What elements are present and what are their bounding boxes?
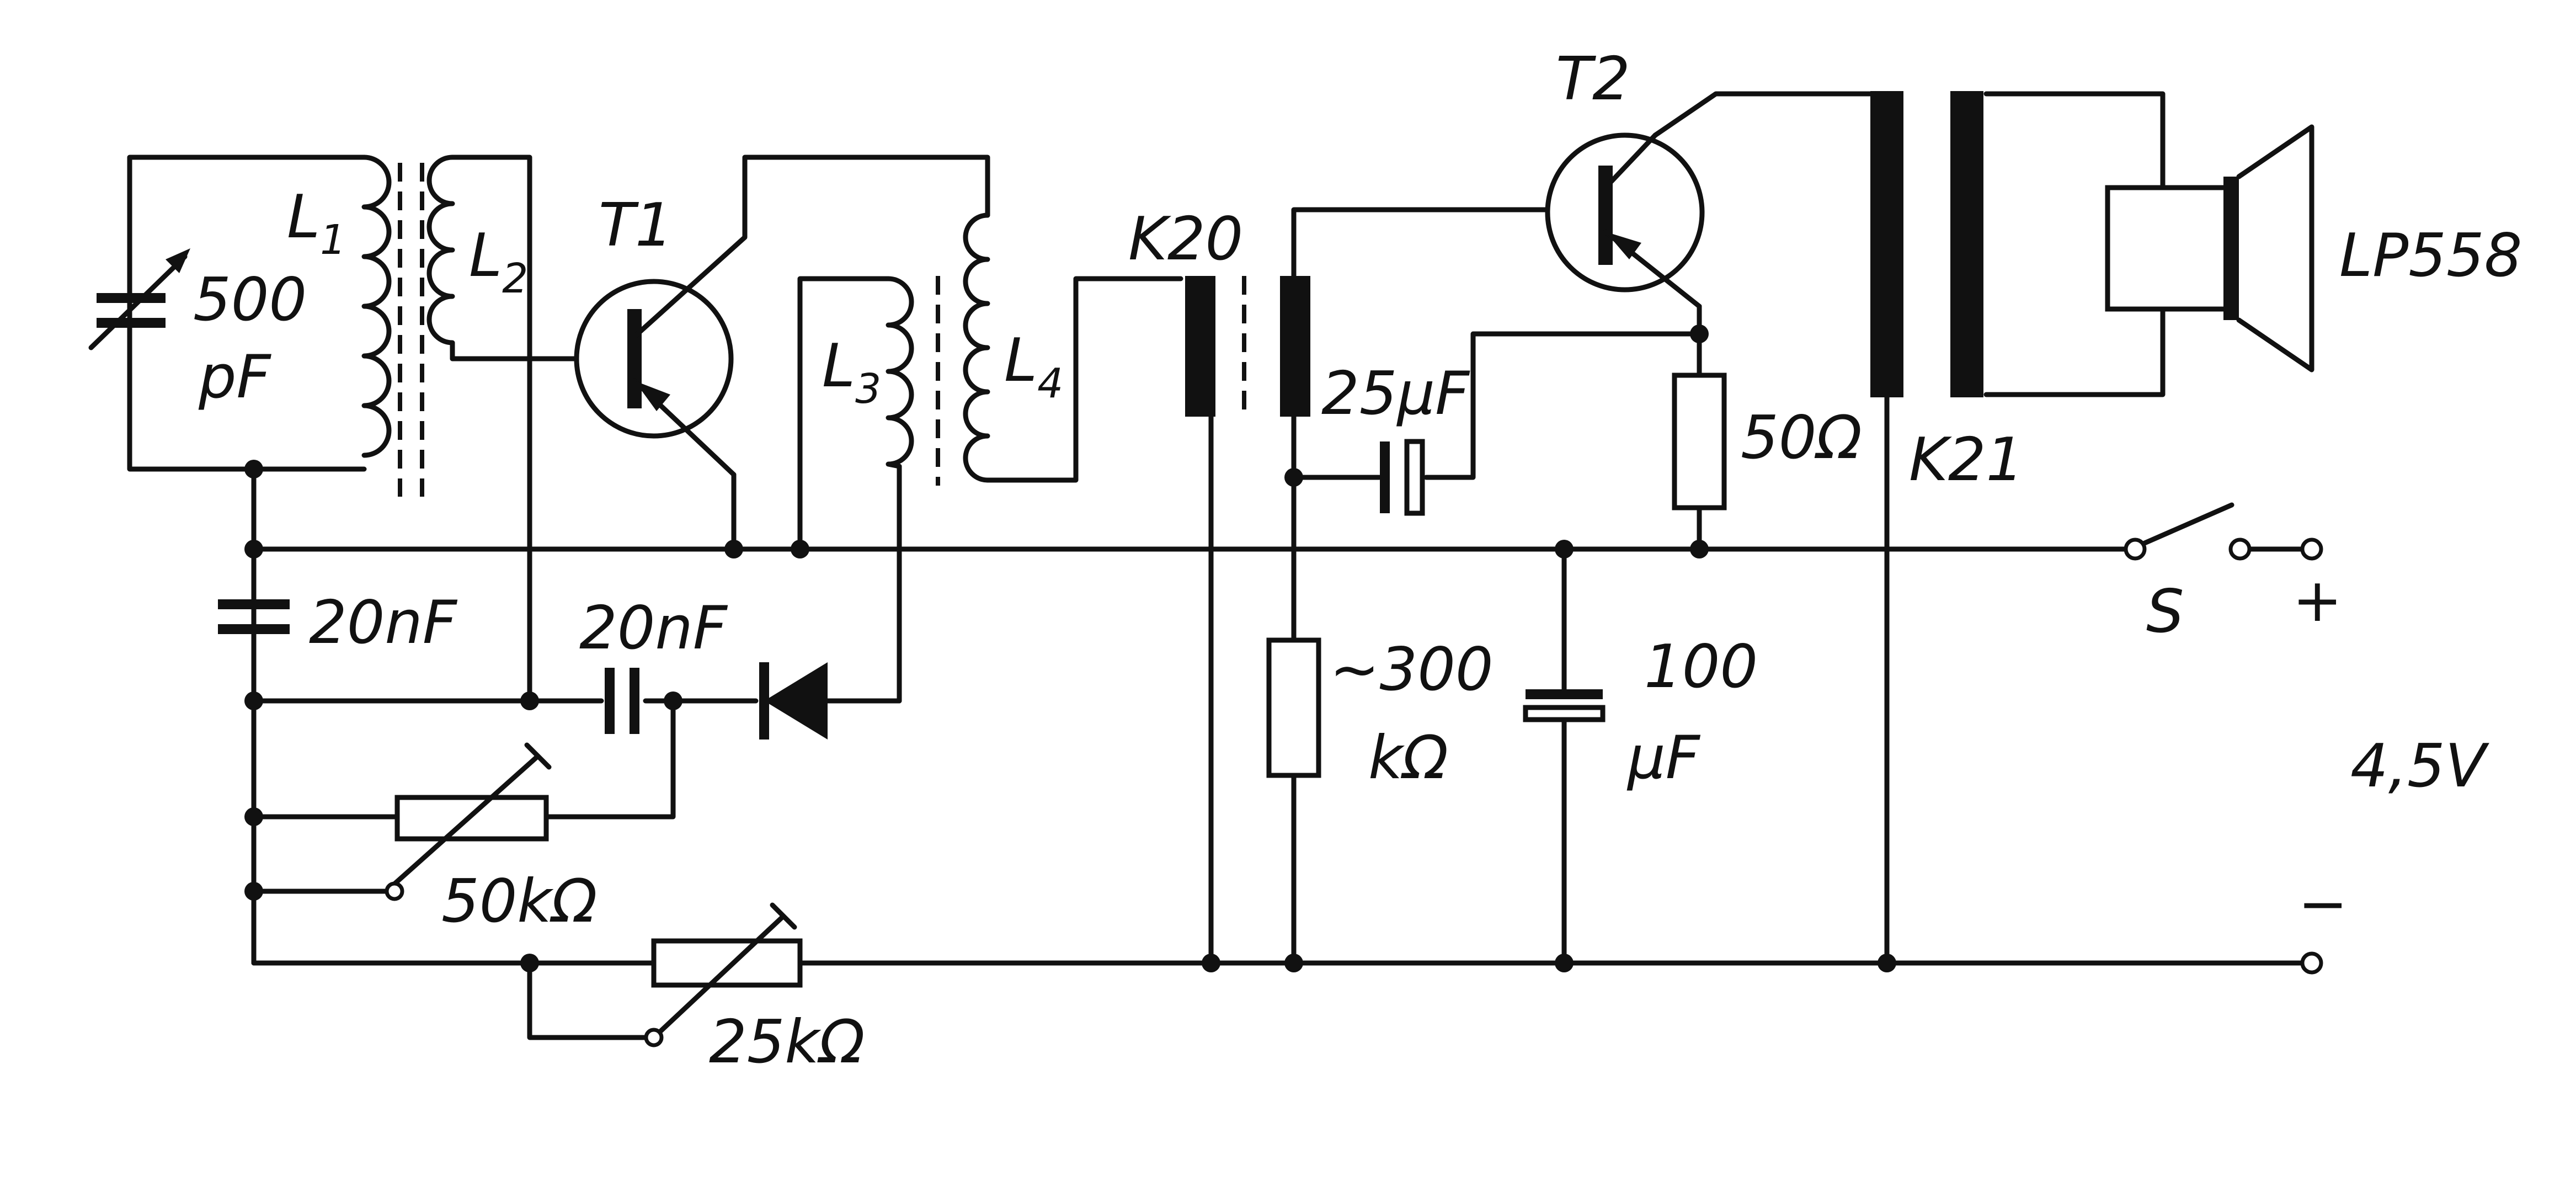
resistor-300k-label-line1: ~300 bbox=[1330, 635, 1494, 704]
inductor-l1-symbol bbox=[361, 155, 392, 458]
variable-capacitor-value-line1: 500 bbox=[193, 265, 307, 334]
junction-dot bbox=[664, 691, 682, 710]
trimmer-25k-label: 25kΩ bbox=[709, 1008, 865, 1077]
capacitor-100uf-label-line2: µF bbox=[1626, 723, 1701, 792]
supply-voltage-label: 4,5V bbox=[2350, 732, 2490, 801]
transistor-t2-symbol bbox=[1545, 132, 1705, 309]
transformer-k20-symbol bbox=[1185, 276, 1310, 419]
transistor-t1-symbol bbox=[574, 279, 737, 477]
l2-label: L2 bbox=[469, 221, 528, 302]
junction-dot bbox=[1555, 540, 1574, 558]
resistor-300k-symbol bbox=[1266, 637, 1321, 778]
junction-dot bbox=[1690, 540, 1709, 558]
k20-label: K20 bbox=[1128, 205, 1243, 274]
trimmer-50k-symbol bbox=[383, 742, 552, 901]
switch-label: S bbox=[2146, 577, 2184, 646]
junction-dot bbox=[1878, 954, 1896, 972]
junction-dot bbox=[1202, 954, 1220, 972]
resistor-50-ohm-symbol bbox=[1672, 373, 1727, 510]
capacitor-20nf-mid-symbol bbox=[605, 668, 639, 734]
speaker-symbol bbox=[2105, 124, 2314, 373]
inductor-l2-symbol bbox=[426, 155, 455, 361]
junction-dot bbox=[520, 954, 539, 972]
l3-label: L3 bbox=[822, 332, 881, 413]
capacitor-100uf-symbol bbox=[1523, 689, 1606, 722]
plus-label: + bbox=[2292, 566, 2343, 635]
capacitor-25uf-symbol bbox=[1380, 439, 1425, 516]
lp558-label: LP558 bbox=[2339, 221, 2522, 290]
diode-symbol bbox=[759, 662, 828, 740]
resistor-50-ohm-label: 50Ω bbox=[1741, 403, 1862, 472]
junction-dot bbox=[1690, 324, 1709, 343]
l1-l2-core bbox=[398, 163, 424, 497]
junction-dot bbox=[791, 540, 809, 558]
capacitor-20nf-mid-label: 20nF bbox=[579, 594, 728, 663]
capacitor-20nf-left-symbol bbox=[218, 599, 290, 634]
capacitor-20nf-left-label: 20nF bbox=[309, 588, 458, 657]
minus-terminal[interactable] bbox=[2300, 951, 2323, 975]
capacitor-25uf-label: 25µF bbox=[1321, 359, 1470, 428]
variable-capacitor-value-line2: pF bbox=[198, 343, 272, 412]
inductor-l4-symbol bbox=[963, 212, 990, 483]
trimmer-25k-symbol bbox=[644, 902, 803, 1047]
inductor-l3-symbol bbox=[886, 276, 914, 469]
junction-dots bbox=[244, 324, 1896, 972]
junction-dot bbox=[1555, 954, 1574, 972]
t2-label: T2 bbox=[1556, 45, 1630, 114]
variable-capacitor-symbol bbox=[88, 248, 190, 350]
trimmer-50k-label: 50kΩ bbox=[441, 867, 598, 936]
l4-label: L4 bbox=[1004, 326, 1063, 407]
transformer-k21-symbol bbox=[1870, 91, 1983, 397]
switch-s-symbol[interactable] bbox=[2124, 502, 2323, 561]
wiring bbox=[127, 91, 2314, 1040]
junction-dot bbox=[1284, 468, 1303, 487]
k21-label: K21 bbox=[1909, 425, 2024, 494]
junction-dot bbox=[244, 540, 263, 558]
junction-dot bbox=[1284, 954, 1303, 972]
minus-label: − bbox=[2298, 870, 2348, 939]
junction-dot bbox=[244, 882, 263, 901]
plus-terminal[interactable] bbox=[2300, 538, 2323, 561]
t1-label: T1 bbox=[599, 191, 673, 260]
junction-dot bbox=[724, 540, 743, 558]
resistor-300k-label-line2: kΩ bbox=[1368, 723, 1448, 792]
l1-label: L1 bbox=[287, 183, 346, 264]
junction-dot bbox=[244, 460, 263, 478]
junction-dot bbox=[244, 807, 263, 826]
junction-dot bbox=[520, 691, 539, 710]
capacitor-100uf-label-line1: 100 bbox=[1644, 632, 1758, 701]
junction-dot bbox=[244, 691, 263, 710]
